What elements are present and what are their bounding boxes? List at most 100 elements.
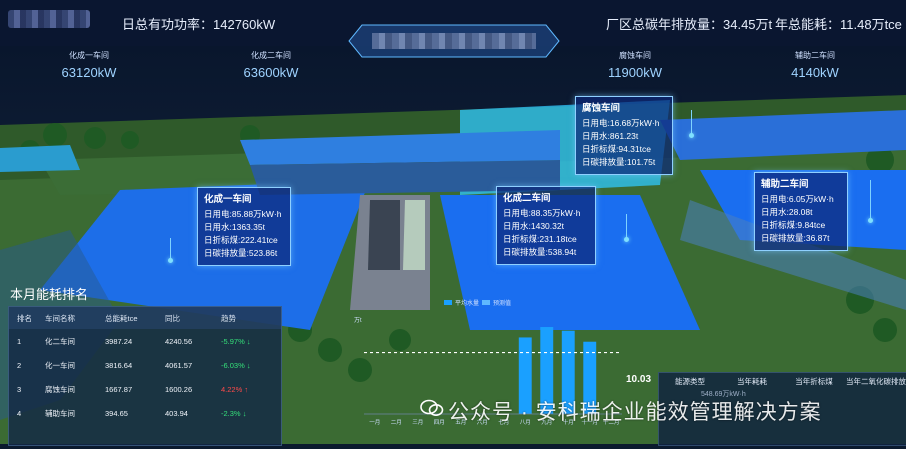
logo	[8, 10, 90, 28]
total-power-label: 日总有功功率：142760kW	[122, 17, 276, 32]
x-tick-label: 七月	[498, 418, 509, 426]
total-cell: 1667.87	[105, 384, 133, 394]
callout-line: 日碳排放量:523.86t	[204, 248, 278, 258]
name-cell: 辅助车间	[45, 408, 75, 418]
x-tick-label: 八月	[520, 419, 531, 426]
arrow-down-icon: ↓	[242, 408, 247, 418]
trend-cell: -5.97% ↓	[221, 336, 251, 346]
water-usage-chart: 平均水量 预测值 万t 10.03 一月二月三月四月五月六月七月八月九月十月十一…	[336, 296, 658, 444]
col-header: 能源类型	[675, 376, 705, 386]
name-cell: 腐蚀车间	[45, 384, 75, 394]
table-row[interactable]: 2 化一车间 3816.64 4061.57 -6.03% ↓	[9, 353, 281, 377]
legend-a: 平均水量	[455, 299, 479, 307]
name-cell: 化二车间	[45, 336, 75, 346]
callout-line: 日用水:28.08t	[761, 207, 813, 217]
rank-cell: 1	[17, 336, 22, 346]
callout-line: 日碳排放量:36.87t	[761, 233, 830, 243]
name-cell: 化一车间	[45, 360, 75, 370]
trend-cell: 4.22% ↑	[221, 384, 249, 394]
callout-huacheng-1[interactable]: 化成一车间 日用电:85.88万kW·h 日用水:1363.35t 日折标煤:2…	[197, 187, 291, 266]
workshop-summary-2: 化成二车间 63600kW	[216, 50, 326, 80]
total-cell: 3816.64	[105, 360, 133, 370]
total-cell: 3987.24	[105, 336, 133, 346]
x-tick-label: 九月	[541, 418, 552, 426]
bar-7	[518, 337, 532, 414]
callout-line: 日用电:6.05万kW·h	[761, 194, 834, 204]
col-header: 趋势	[221, 313, 236, 323]
callout-line: 日碳排放量:101.75t	[582, 157, 656, 167]
table-row: 548.69万kW·h	[701, 391, 746, 398]
callout-line: 日折标煤:94.31tce	[582, 144, 651, 154]
ranking-table: 排名 车间名称 总能耗tce 同比 趋势 1 化二车间 3987.24 4240…	[8, 306, 282, 446]
x-tick-label: 一月	[369, 419, 380, 426]
workshop-power: 4140kW	[791, 65, 839, 80]
workshop-summary-3: 腐蚀车间 11900kW	[580, 50, 690, 80]
energy-consumption-label: 年总能耗：11.48万tce	[775, 17, 902, 32]
col-header: 总能耗tce	[105, 313, 138, 323]
x-tick-label: 十月	[563, 418, 574, 426]
marker-dot	[689, 133, 694, 138]
carbon-emission-label: 厂区总碳年排放量：34.45万t	[606, 17, 773, 32]
col-header: 当年耗耗	[737, 376, 767, 386]
trend-cell: -2.3% ↓	[221, 408, 247, 418]
yoy-cell: 403.94	[165, 408, 188, 418]
workshop-name: 辅助二车间	[795, 51, 835, 60]
bar-10	[583, 341, 597, 414]
callout-title: 化成一车间	[204, 194, 252, 205]
workshop-power: 11900kW	[608, 65, 662, 80]
callout-line: 日折标煤:222.41tce	[204, 235, 278, 245]
x-tick-label: 五月	[455, 419, 466, 426]
col-header: 当年二氧化碳排放	[846, 376, 906, 386]
callout-title: 化成二车间	[503, 193, 551, 204]
yoy-cell: 1600.26	[165, 384, 193, 394]
page-title	[348, 24, 560, 58]
energy-summary-table: 能源类型 当年耗耗 当年折标煤 当年二氧化碳排放 548.69万kW·h	[658, 372, 906, 446]
callout-huacheng-2[interactable]: 化成二车间 日用电:88.35万kW·h 日用水:1430.32t 日折标煤:2…	[496, 186, 596, 265]
callout-title: 辅助二车间	[761, 179, 809, 190]
y-unit-label: 万t	[354, 317, 362, 324]
workshop-summary-4: 辅助二车间 4140kW	[760, 50, 870, 80]
table-row[interactable]: 1 化二车间 3987.24 4240.56 -5.97% ↓	[9, 329, 281, 353]
callout-line: 日用水:861.23t	[582, 131, 639, 141]
callout-line: 日用电:85.88万kW·h	[204, 209, 282, 219]
yoy-cell: 4061.57	[165, 360, 193, 370]
marker-dot	[168, 258, 173, 263]
total-cell: 394.65	[105, 408, 128, 418]
table-row[interactable]: 4 辅助车间 394.65 403.94 -2.3% ↓	[9, 401, 281, 425]
col-header: 排名	[17, 313, 32, 323]
marker-dot	[868, 218, 873, 223]
x-tick-label: 十二月	[603, 418, 620, 426]
x-tick-label: 三月	[412, 419, 423, 426]
wechat-icon	[420, 399, 444, 416]
callout-line: 日用电:88.35万kW·h	[503, 208, 581, 218]
workshop-power: 63120kW	[61, 65, 117, 80]
ranking-title: 本月能耗排名	[10, 287, 89, 302]
x-tick-label: 四月	[434, 419, 445, 426]
arrow-up-icon: ↑	[244, 384, 249, 394]
x-tick-label: 六月	[477, 418, 488, 426]
title-text-blurred	[372, 33, 536, 49]
workshop-name: 腐蚀车间	[619, 51, 651, 60]
workshop-power: 63600kW	[243, 65, 299, 80]
callout-fuzhu-2[interactable]: 辅助二车间 日用电:6.05万kW·h 日用水:28.08t 日折标煤:9.84…	[754, 172, 848, 251]
callout-line: 日用水:1363.35t	[204, 222, 265, 232]
workshop-summary-1: 化成一车间 63120kW	[34, 50, 144, 80]
table-header: 能源类型 当年耗耗 当年折标煤 当年二氧化碳排放	[659, 373, 906, 389]
workshop-name: 化成一车间	[69, 51, 109, 60]
callout-fushi[interactable]: 腐蚀车间 日用电:16.68万kW·h 日用水:861.23t 日折标煤:94.…	[575, 96, 673, 175]
marker-dot	[624, 237, 629, 242]
bar-9	[561, 330, 575, 414]
trend-cell: -6.03% ↓	[221, 360, 251, 370]
table-row[interactable]: 3 腐蚀车间 1667.87 1600.26 4.22% ↑	[9, 377, 281, 401]
callout-line: 日折标煤:231.18tce	[503, 234, 577, 244]
legend-b: 预测值	[493, 299, 511, 307]
callout-line: 日用电:16.68万kW·h	[582, 118, 660, 128]
callout-line: 日折标煤:9.84tce	[761, 220, 826, 230]
workshop-name: 化成二车间	[251, 51, 291, 60]
legend-swatch-a	[444, 300, 452, 305]
arrow-down-icon: ↓	[246, 360, 251, 370]
callout-title: 腐蚀车间	[582, 103, 621, 114]
rank-cell: 2	[17, 360, 22, 370]
callout-line: 日用水:1430.32t	[503, 221, 564, 231]
table-header: 排名 车间名称 总能耗tce 同比 趋势	[9, 307, 281, 329]
